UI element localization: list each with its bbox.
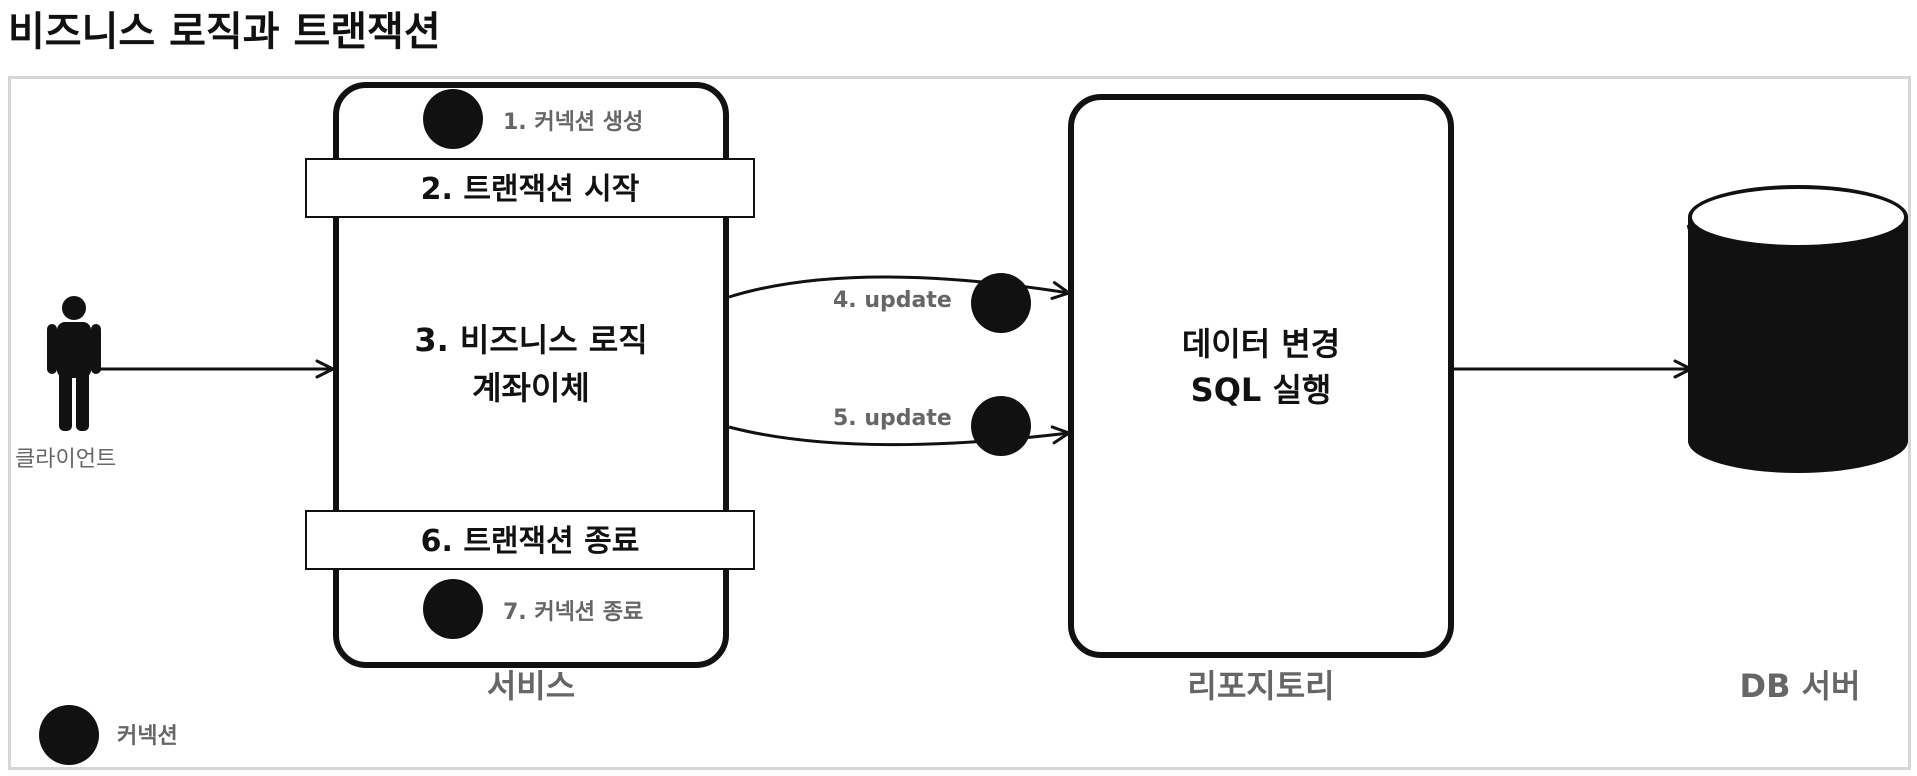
business-logic-title: 3. 비즈니스 로직 bbox=[414, 321, 647, 359]
client-label: 클라이언트 bbox=[15, 447, 116, 472]
tx-start-box bbox=[305, 158, 755, 218]
client-person-icon bbox=[47, 296, 101, 431]
update-1-label: 4. update bbox=[833, 288, 952, 313]
diagram-frame: 클라이언트 1. 커넥션 생성 2. 트랜잭션 시작 3. 비즈니스 로직 계좌… bbox=[8, 76, 1911, 770]
connection-icon bbox=[971, 273, 1031, 333]
connection-icon bbox=[423, 579, 483, 639]
service-label: 서비스 bbox=[487, 667, 575, 705]
connection-icon bbox=[971, 396, 1031, 456]
repository-label: 리포지토리 bbox=[1187, 667, 1334, 705]
database-icon bbox=[1687, 185, 1908, 473]
business-logic-subtitle: 계좌이체 bbox=[472, 369, 590, 407]
tx-start-label: 2. 트랜잭션 시작 bbox=[421, 172, 640, 207]
db-label: DB 서버 bbox=[1740, 667, 1861, 705]
repository-line1: 데이터 변경 bbox=[1182, 325, 1340, 363]
tx-end-label: 6. 트랜잭션 종료 bbox=[421, 524, 640, 559]
update-2-label: 5. update bbox=[833, 406, 952, 431]
diagram-canvas: 클라이언트 1. 커넥션 생성 2. 트랜잭션 시작 3. 비즈니스 로직 계좌… bbox=[15, 82, 1908, 765]
connection-icon bbox=[423, 89, 483, 149]
connection-close-label: 7. 커넥션 종료 bbox=[503, 600, 643, 625]
connection-create-label: 1. 커넥션 생성 bbox=[503, 110, 643, 135]
tx-end-box bbox=[305, 510, 755, 570]
service-box bbox=[333, 82, 729, 668]
repository-line2: SQL 실행 bbox=[1191, 371, 1332, 409]
repository-box bbox=[1068, 94, 1454, 658]
connection-legend-icon bbox=[39, 705, 99, 765]
connection-legend-label: 커넥션 bbox=[117, 724, 178, 749]
page-title: 비즈니스 로직과 트랜잭션 bbox=[8, 9, 441, 55]
